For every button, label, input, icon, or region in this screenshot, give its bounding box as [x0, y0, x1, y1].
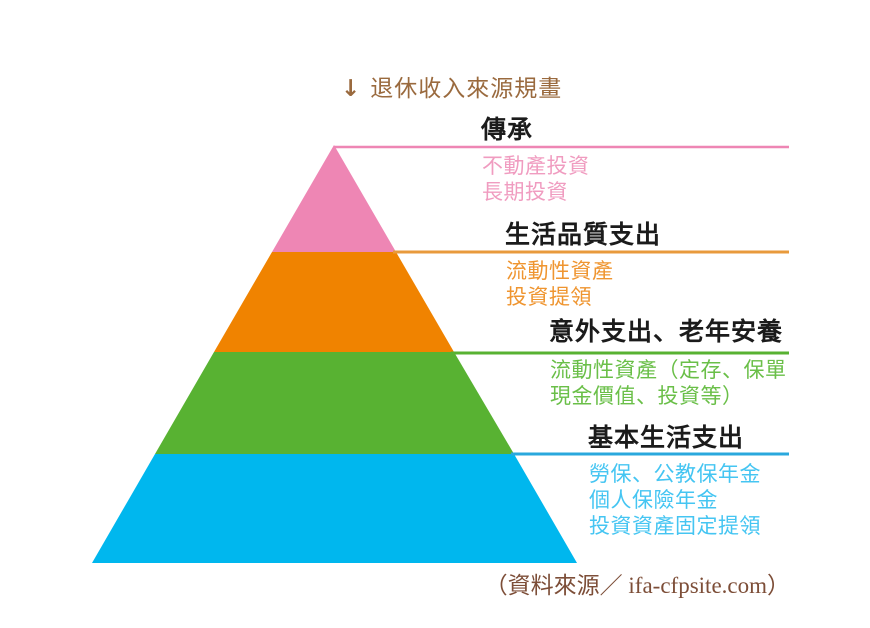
tier-desc-line: 流動性資產（定存、保單 — [550, 358, 787, 382]
tier-desc-legacy: 不動產投資 長期投資 — [482, 153, 590, 205]
diagram-title-text: 退休收入來源規畫 — [370, 76, 563, 102]
pyramid-tier-unexpected-elder-care — [155, 352, 514, 454]
tier-desc-line: 勞保、公教保年金 — [589, 462, 761, 486]
down-arrow-icon: ↓ — [341, 76, 362, 102]
tier-label-basic-living: 基本生活支出 — [588, 423, 745, 452]
tier-desc-line: 個人保險年金 — [589, 488, 718, 512]
tier-desc-unexpected-elder-care: 流動性資產（定存、保單 現金價值、投資等） — [550, 357, 787, 409]
tier-desc-line: 長期投資 — [482, 180, 568, 204]
pyramid-tier-quality-of-life — [214, 252, 454, 352]
pyramid-tier-basic-living — [92, 454, 577, 563]
tier-desc-quality-of-life: 流動性資產 投資提領 — [506, 258, 614, 310]
tier-label-quality-of-life: 生活品質支出 — [505, 220, 662, 249]
tier-label-legacy: 傳承 — [481, 115, 534, 144]
tier-desc-line: 現金價值、投資等） — [550, 384, 744, 408]
diagram-title: ↓ 退休收入來源規畫 — [341, 69, 562, 103]
tier-desc-line: 投資資產固定提領 — [589, 514, 761, 538]
tier-label-unexpected-elder-care: 意外支出、老年安養 — [549, 317, 784, 346]
pyramid-tier-legacy — [272, 145, 396, 252]
tier-desc-line: 投資提領 — [506, 285, 592, 309]
tier-desc-line: 流動性資產 — [506, 259, 614, 283]
tier-desc-line: 不動產投資 — [482, 154, 590, 178]
source-attribution: （資料來源／ ifa-cfpsite.com） — [484, 573, 790, 598]
tier-desc-basic-living: 勞保、公教保年金 個人保險年金 投資資產固定提領 — [589, 461, 761, 539]
